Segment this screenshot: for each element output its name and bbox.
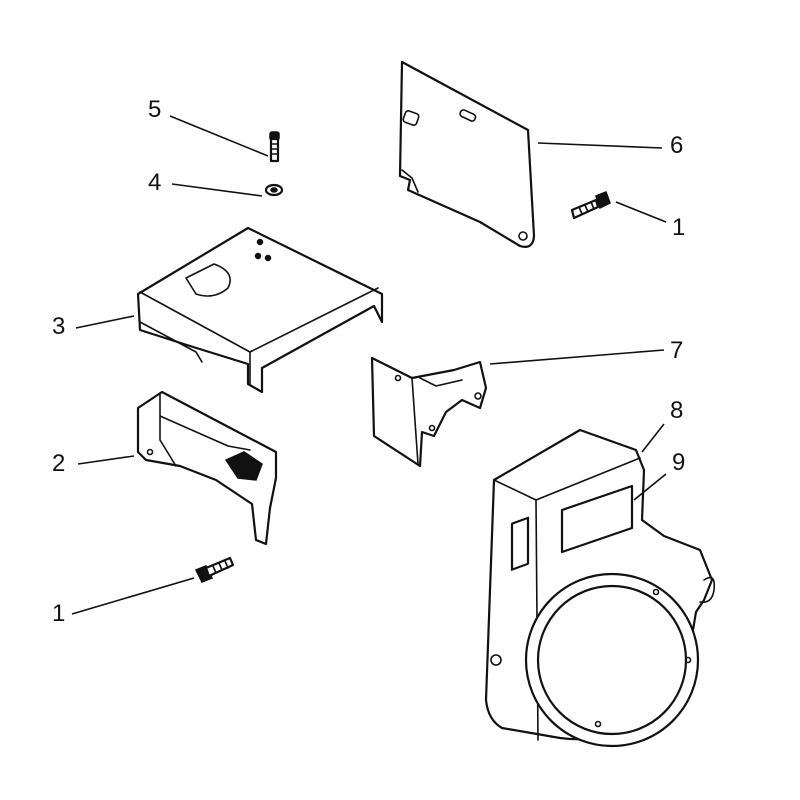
leader-1b: [71, 577, 195, 615]
callout-8: 8: [670, 397, 683, 424]
callout-2: 2: [52, 450, 65, 477]
part-3-cover: [136, 226, 384, 394]
part-1-bolt-upper: [570, 191, 611, 220]
leader-8: [641, 423, 665, 453]
part-2-baffle: [136, 390, 278, 546]
callout-6: 6: [670, 132, 683, 159]
callout-3: 3: [52, 313, 65, 340]
leader-4: [171, 183, 263, 197]
callout-4: 4: [148, 169, 161, 196]
callout-1-lower: 1: [52, 600, 65, 627]
leader-lines: [71, 115, 667, 615]
leader-5: [169, 115, 269, 157]
part-4-washer: [264, 183, 284, 197]
leader-9: [633, 473, 667, 501]
leader-6: [537, 142, 663, 149]
leader-2: [77, 455, 135, 465]
leader-3: [75, 315, 135, 329]
callouts: 5 4 6 1 3 7 8 9 2 1: [52, 96, 685, 627]
leader-1a: [615, 201, 667, 223]
leader-7: [489, 349, 665, 365]
callout-1-upper: 1: [672, 214, 685, 241]
part-7-bracket: [370, 356, 488, 468]
part-6-plate: [398, 60, 536, 248]
callout-7: 7: [670, 337, 683, 364]
callout-5: 5: [148, 96, 161, 123]
part-9-decal: [560, 484, 634, 554]
part-8-blower-housing: [484, 428, 716, 748]
part-5-screw: [269, 131, 280, 163]
callout-9: 9: [672, 449, 685, 476]
part-1-bolt-lower: [194, 556, 235, 583]
